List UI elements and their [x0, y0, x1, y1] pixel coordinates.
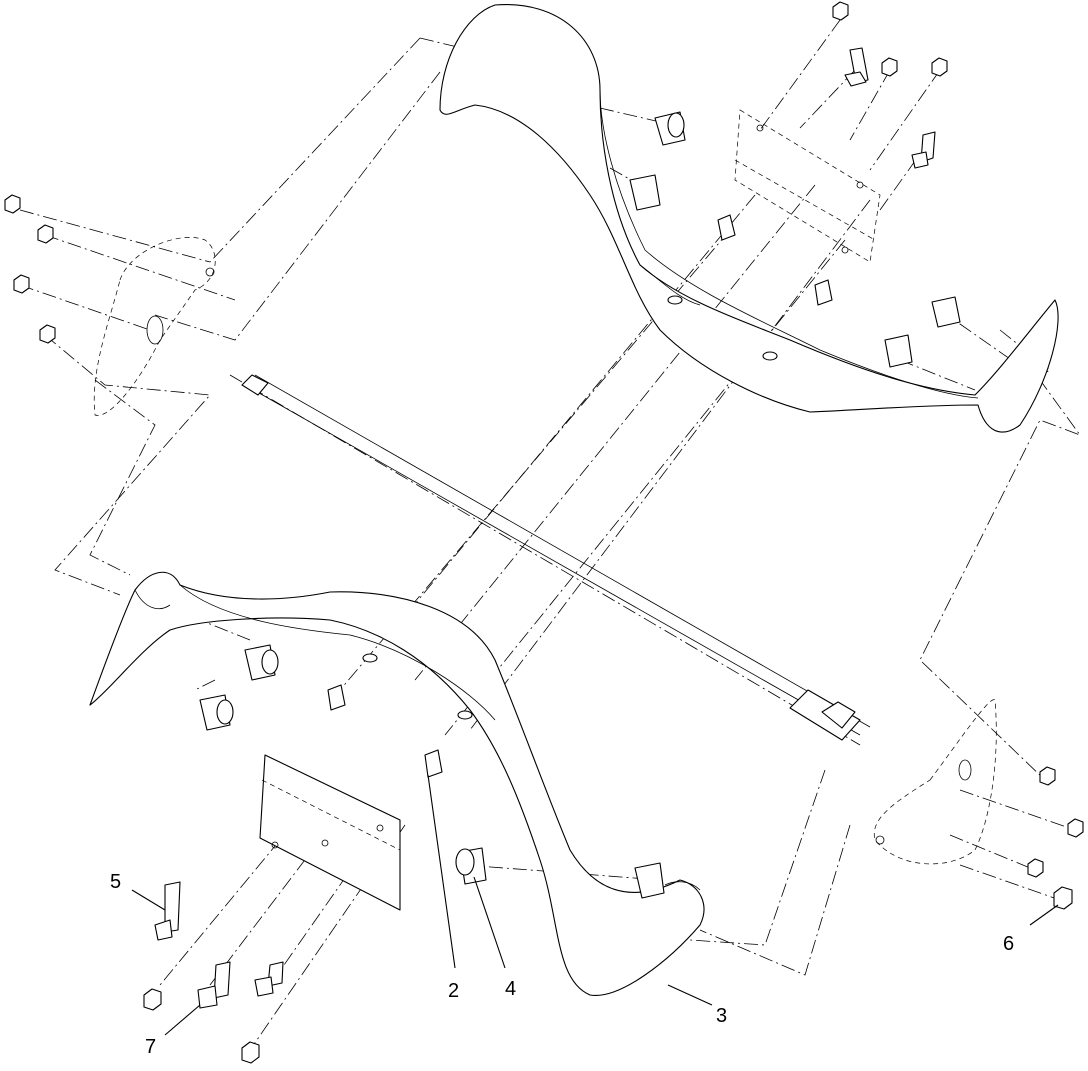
callout-4: 4	[505, 978, 516, 1000]
spacer-icon	[717, 214, 736, 241]
callout-2: 2	[448, 980, 459, 1002]
hex-nuts	[4, 1, 1084, 1064]
spacers-and-shoulder-bolts	[199, 111, 961, 899]
upper-mount-plate	[734, 109, 881, 263]
axle-shaft	[241, 374, 871, 741]
callout-6: 6	[1003, 933, 1014, 955]
lower-mount-plate	[259, 754, 401, 911]
callout-5: 5	[110, 871, 121, 893]
lower-handle-bar	[89, 571, 705, 996]
assembly-centerlines	[19, 19, 1082, 1051]
right-lower-bracket	[873, 699, 997, 865]
callout-7: 7	[145, 1036, 156, 1058]
callout-3: 3	[716, 1005, 727, 1027]
hex-bolts	[154, 47, 936, 1009]
callout-labels: 2 3 4 5 6 7	[110, 871, 1014, 1058]
left-upper-bracket	[93, 237, 216, 416]
callout-leaders	[131, 774, 1059, 1036]
hex-nut-icon	[4, 194, 21, 214]
upper-handle-bar	[439, 4, 1059, 433]
